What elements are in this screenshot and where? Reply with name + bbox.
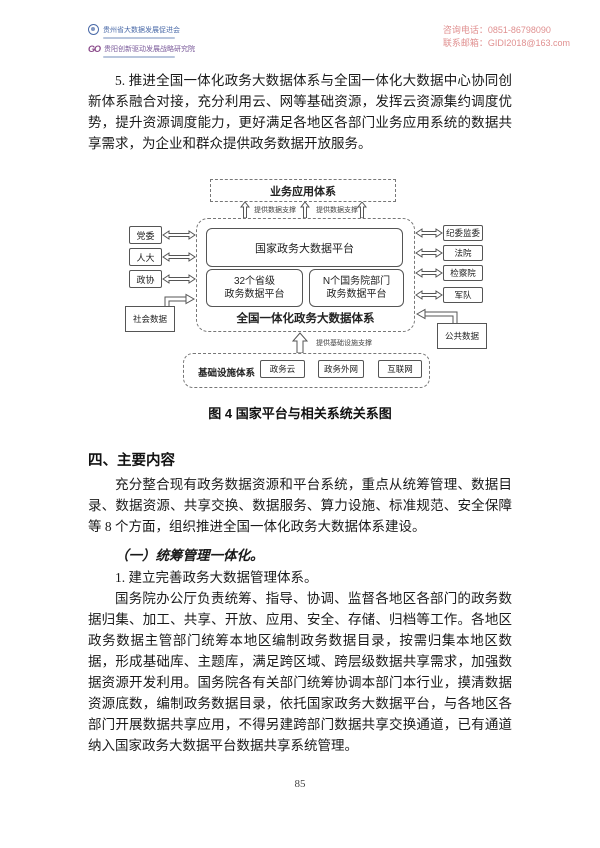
- up-arrow-icon: [356, 201, 368, 219]
- sub-heading: （一）统筹管理一体化。: [115, 548, 264, 563]
- header-contact: 咨询电话：0851-86798090 联系邮箱：GIDI2018@163.com: [443, 24, 570, 50]
- infra-up-arrow-icon: [291, 332, 309, 354]
- page-number: 85: [294, 778, 306, 790]
- up-arrow-icon: [299, 201, 311, 219]
- org2-name: 贵阳创新驱动发展战略研究院: [104, 45, 196, 53]
- left-org-box: 人大: [129, 248, 162, 266]
- infra-item-box: 互联网: [378, 360, 422, 378]
- ministry-platform-box: N个国务院部门 政务数据平台: [309, 269, 404, 307]
- national-platform-box: 国家政务大数据平台: [206, 228, 403, 267]
- double-arrow-icon: [415, 290, 443, 300]
- double-arrow-icon: [415, 268, 443, 278]
- right-org-box: 纪委监委: [443, 225, 483, 241]
- left-org-box: 政协: [129, 270, 162, 288]
- double-arrow-icon: [162, 252, 196, 262]
- public-data-arrow-icon: [415, 308, 458, 325]
- item-heading: 1. 建立完善政务大数据管理体系。: [115, 570, 318, 585]
- data-support-label: 提供数据支撑: [316, 207, 358, 214]
- infra-item-box: 政务云: [260, 360, 305, 378]
- double-arrow-icon: [162, 230, 196, 240]
- org2-subtitle-bar: [103, 56, 175, 58]
- double-arrow-icon: [415, 228, 443, 238]
- up-arrow-icon: [239, 201, 251, 219]
- org2-emblem-icon: GO: [88, 43, 101, 54]
- left-org-box: 党委: [129, 226, 162, 244]
- business-application-box: 业务应用体系: [210, 179, 396, 202]
- org1-subtitle-bar: [103, 37, 175, 39]
- org1-logo: 贵州省大数据发展促进会: [88, 22, 308, 37]
- contact-phone: 咨询电话：0851-86798090: [442, 25, 551, 35]
- right-org-box: 法院: [443, 245, 483, 261]
- social-data-stack: 社会数据: [125, 301, 180, 332]
- paragraph-1: 5. 推进全国一体化政务大数据体系与全国一体化大数据中心协同创新体系融合对接，充…: [88, 73, 512, 151]
- org2-logo: GO 贵阳创新驱动发展战略研究院: [88, 41, 308, 56]
- double-arrow-icon: [162, 274, 196, 284]
- figure-caption: 图 4 国家平台与相关系统关系图: [208, 406, 392, 421]
- org1-emblem-icon: [88, 24, 99, 35]
- double-arrow-icon: [415, 248, 443, 258]
- infra-item-box: 政务外网: [318, 360, 364, 378]
- right-org-box: 军队: [443, 287, 483, 303]
- infra-support-label: 提供基础设施支撑: [316, 340, 372, 347]
- data-support-label: 提供数据支撑: [254, 207, 296, 214]
- paragraph-3: 国务院办公厅负责统筹、指导、协调、监督各地区各部门的政务数据归集、加工、共享、开…: [88, 591, 512, 753]
- provincial-platform-box: 32个省级 政务数据平台: [206, 269, 303, 307]
- figure-diagram: 业务应用体系 提供数据支撑 提供数据支撑 国家政务大数据平台 32个省级 政务数…: [88, 175, 512, 398]
- right-org-box: 检察院: [443, 265, 483, 281]
- header-logos: 贵州省大数据发展促进会 GO 贵阳创新驱动发展战略研究院: [88, 22, 308, 60]
- contact-email: 联系邮箱：GIDI2018@163.com: [442, 38, 570, 48]
- section-heading: 四、主要内容: [88, 453, 175, 469]
- unified-system-label: 全国一体化政务大数据体系: [236, 313, 375, 325]
- public-data-stack: 公共数据: [437, 318, 492, 349]
- org1-name: 贵州省大数据发展促进会: [103, 26, 180, 34]
- infrastructure-label: 基础设施体系: [198, 368, 256, 379]
- paragraph-2: 充分整合现有政务数据资源和平台系统，重点从统筹管理、数据目录、数据资源、共享交换…: [88, 477, 512, 534]
